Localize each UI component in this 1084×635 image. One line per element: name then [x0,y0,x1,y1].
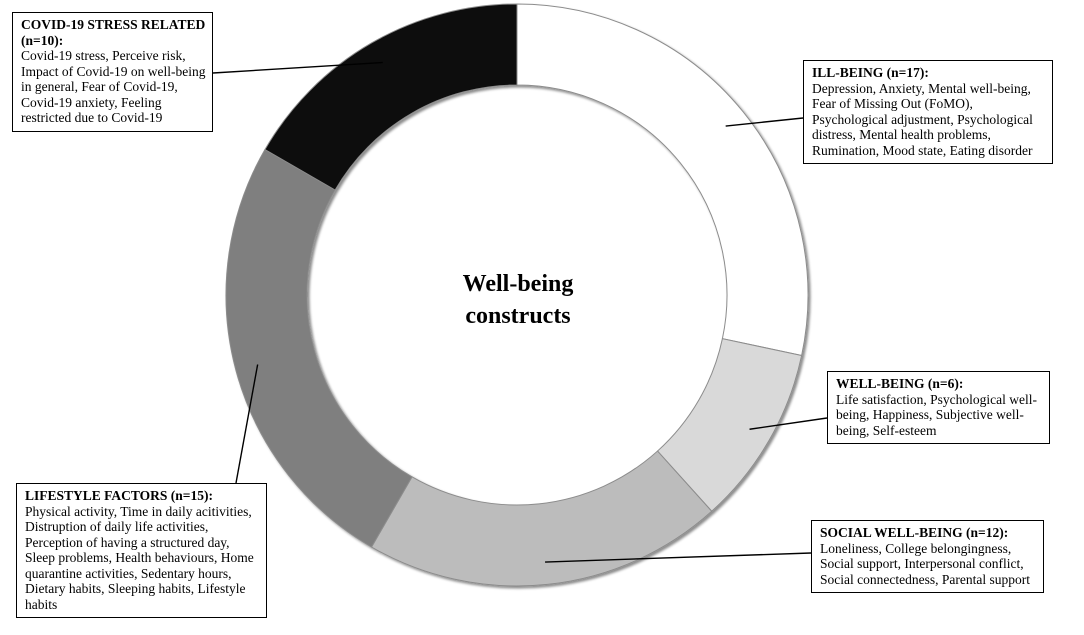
callout-title: COVID-19 STRESS RELATED (n=10): [21,17,206,48]
callout-body: Physical activity, Time in daily acitivi… [25,503,254,612]
leader-line-lifestyle-factors [235,364,259,484]
donut-segment-social-well-being [370,450,713,587]
callout-body: Depression, Anxiety, Mental well-being, … [812,80,1033,158]
callout-title: SOCIAL WELL-BEING (n=12): [820,525,1009,540]
center-label-line-1: Well-being [462,271,574,297]
donut-segment-covid-19-stress-related [264,3,518,191]
donut-segments [225,3,809,587]
leader-line-social-well-being [545,552,812,563]
callout-body: Loneliness, College belongingness, Socia… [820,540,1030,587]
donut-segment-ill-being [516,3,809,357]
leader-line-well-being [749,417,828,430]
callout-well-being: WELL-BEING (n=6): Life satisfaction, Psy… [827,371,1050,444]
callout-title: ILL-BEING (n=17): [812,65,929,80]
center-label: Well-being constructs [418,268,618,332]
leader-lines [212,61,828,563]
callout-body: Covid-19 stress, Perceive risk, Impact o… [21,48,206,125]
leader-line-ill-being [725,117,804,127]
callout-body: Life satisfaction, Psychological well-be… [836,391,1037,438]
callout-covid-19-stress-related: COVID-19 STRESS RELATED (n=10): Covid-19… [12,12,213,132]
callout-title: WELL-BEING (n=6): [836,376,964,391]
callout-social-well-being: SOCIAL WELL-BEING (n=12): Loneliness, Co… [811,520,1044,593]
callout-ill-being: ILL-BEING (n=17): Depression, Anxiety, M… [803,60,1053,164]
callout-title: LIFESTYLE FACTORS (n=15): [25,488,213,503]
donut-segment-lifestyle-factors [225,148,413,548]
center-label-line-2: constructs [465,303,571,329]
callout-lifestyle-factors: LIFESTYLE FACTORS (n=15): Physical activ… [16,483,267,618]
leader-line-covid-19-stress-related [212,61,383,74]
